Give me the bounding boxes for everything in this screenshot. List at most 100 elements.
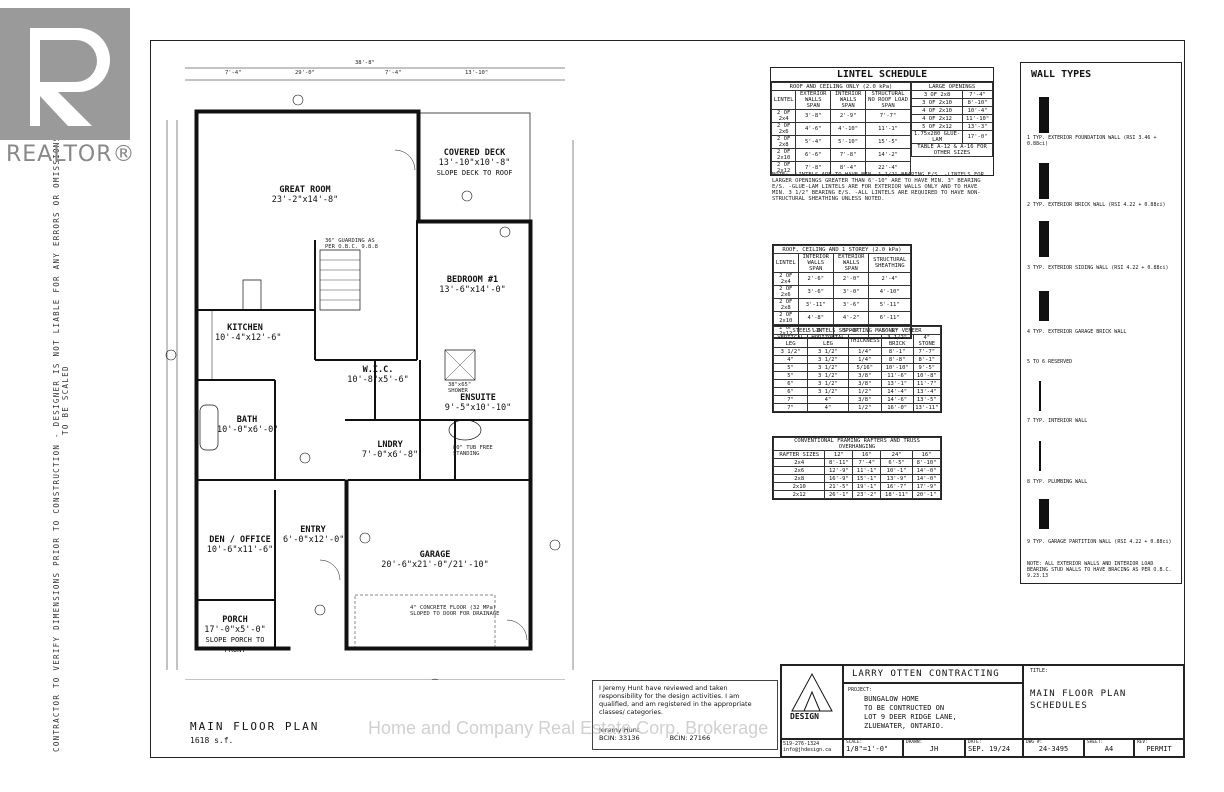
table-cell: 2x6: [772, 466, 826, 475]
wall-types-panel: WALL TYPES 1 TYP. EXTERIOR FOUNDATION WA…: [1020, 62, 1182, 584]
steel-table-subtitle: STEEL LINTELS SUPPORTING MASONRY VENEER: [773, 326, 941, 335]
table-cell: 8'-11": [824, 458, 854, 467]
drawn-label: DRAWN:: [906, 740, 923, 745]
table-cell: 23'-2": [852, 490, 882, 499]
table-cell: 3'-8": [795, 109, 832, 123]
wall-section-icon: [1039, 221, 1049, 257]
steel-header: 3 1/2" BRICK: [880, 334, 914, 348]
table-cell: 10'-10": [880, 363, 914, 372]
dwg-cell: DWG #:24-3495: [1023, 739, 1084, 757]
table-cell: 5": [772, 371, 809, 380]
dim-top-2: 29'-0": [295, 70, 315, 76]
table-cell: 4": [772, 355, 809, 364]
title-label: TITLE:: [1030, 668, 1049, 674]
table-cell: 14'-0": [912, 474, 941, 483]
table-cell: 3/8": [847, 371, 882, 380]
certification-name: Jeremy Hunt: [599, 726, 640, 734]
table-cell: 3 OF 2x8: [910, 90, 964, 99]
lintel-header: INTERIOR WALLS SPAN: [830, 90, 867, 110]
table-cell: 14'-0": [912, 466, 941, 475]
realtor-logo-icon: [0, 8, 130, 140]
date-label: DATE:: [968, 740, 982, 745]
project-line: BUNGALOW HOME: [864, 695, 919, 703]
roof-header: EXTERIOR WALLS SPAN: [832, 253, 870, 273]
floor-plan-drawing: [165, 60, 585, 690]
rafter-table: CONVENTIONAL FRAMING RAFTERS AND TRUSS O…: [772, 436, 942, 500]
contact-cell: 519-276-1324 info@jhdesign.ca: [781, 739, 843, 757]
plan-title: MAIN FLOOR PLAN: [190, 720, 320, 733]
design-logo-text: DESIGN: [790, 712, 819, 721]
table-cell: 5'-10": [830, 135, 867, 149]
table-cell: 10'-1": [880, 466, 914, 475]
date-value: SEP. 19/24: [968, 745, 1011, 753]
large-openings-note: TABLE A-12 & A-16 FOR OTHER SIZES: [911, 143, 993, 157]
table-cell: 2x8: [772, 474, 826, 483]
table-cell: 3 OF 2x10: [910, 98, 964, 107]
date-cell: DATE:SEP. 19/24: [965, 739, 1023, 757]
wall-types-title: WALL TYPES: [1031, 69, 1092, 80]
realtor-logo: REALTOR®: [0, 8, 135, 168]
table-cell: 8'-10": [912, 458, 941, 467]
table-cell: 7'-8": [830, 148, 867, 162]
lintel-schedule: LINTEL SCHEDULE ROOF AND CEILING ONLY (2…: [770, 67, 994, 176]
scale-value: 1/8"=1'-0": [846, 745, 889, 753]
company-name: LARRY OTTEN CONTRACTING: [843, 665, 1023, 683]
sheet-value: A4: [1104, 745, 1114, 753]
wall-type-9: 9 TYP. GARAGE PARTITION WALL (RSI 4.22 +…: [1027, 539, 1172, 545]
rafter-header: RAFTER SIZES: [772, 450, 826, 459]
wall-type-1: 1 TYP. EXTERIOR FOUNDATION WALL (RSI 3.4…: [1027, 135, 1157, 147]
table-cell: 7'-7": [912, 347, 942, 356]
table-cell: 7'-4": [852, 458, 882, 467]
designer-certification: I Jeremy Hunt have reviewed and taken re…: [592, 680, 778, 750]
table-cell: 3 1/2": [807, 379, 849, 388]
table-cell: 3'-0": [832, 285, 870, 299]
large-openings-header: LARGE OPENINGS: [911, 82, 993, 91]
wall-type-4: 4 TYP. EXTERIOR GARAGE BRICK WALL: [1027, 329, 1127, 335]
table-cell: 1.75x280 GLUE-LAM: [910, 130, 964, 144]
table-cell: 10'-8": [912, 371, 942, 380]
project-line: LOT 9 DEER RIDGE LANE,: [864, 713, 957, 721]
table-cell: 2x12: [772, 490, 826, 499]
design-logo-icon: [782, 666, 842, 716]
table-cell: 1/4": [847, 355, 882, 364]
table-cell: 5/16": [847, 363, 882, 372]
table-cell: 4": [807, 395, 849, 404]
sheet-label: SHEET:: [1087, 740, 1104, 745]
table-cell: 11'-10": [962, 114, 993, 123]
table-cell: 18'-11": [880, 490, 914, 499]
table-cell: 15'-1": [852, 474, 882, 483]
table-cell: 2 OF 2x6: [770, 122, 797, 136]
table-cell: 7'-7": [865, 109, 911, 123]
steel-table: STEEL LINTELS SUPPORTING MASONRY VENEER …: [772, 325, 942, 413]
lintel-header: STRUCTURAL NO ROOF LOAD SPAN: [865, 90, 911, 110]
table-cell: 12'-9": [824, 466, 854, 475]
table-cell: 5'-11": [868, 298, 911, 312]
table-cell: 6'-6": [795, 148, 832, 162]
wall-section-icon: [1039, 499, 1049, 529]
table-cell: 13'-5": [912, 395, 942, 404]
table-cell: 13'-4": [912, 387, 942, 396]
table-cell: 2 OF 2x10: [770, 148, 797, 162]
roof-header: INTERIOR WALLS SPAN: [797, 253, 834, 273]
roof-header: STRUCTURAL SHEATHING: [868, 253, 911, 273]
table-cell: 1/2": [847, 403, 882, 412]
table-cell: 10'-4": [962, 106, 993, 115]
drawn-cell: DRAWN:JH: [903, 739, 965, 757]
brokerage-watermark: Home and Company Real Estate Corp. Broke…: [368, 718, 769, 738]
project-label: PROJECT:: [848, 687, 873, 693]
table-cell: 16'-0": [880, 403, 914, 412]
